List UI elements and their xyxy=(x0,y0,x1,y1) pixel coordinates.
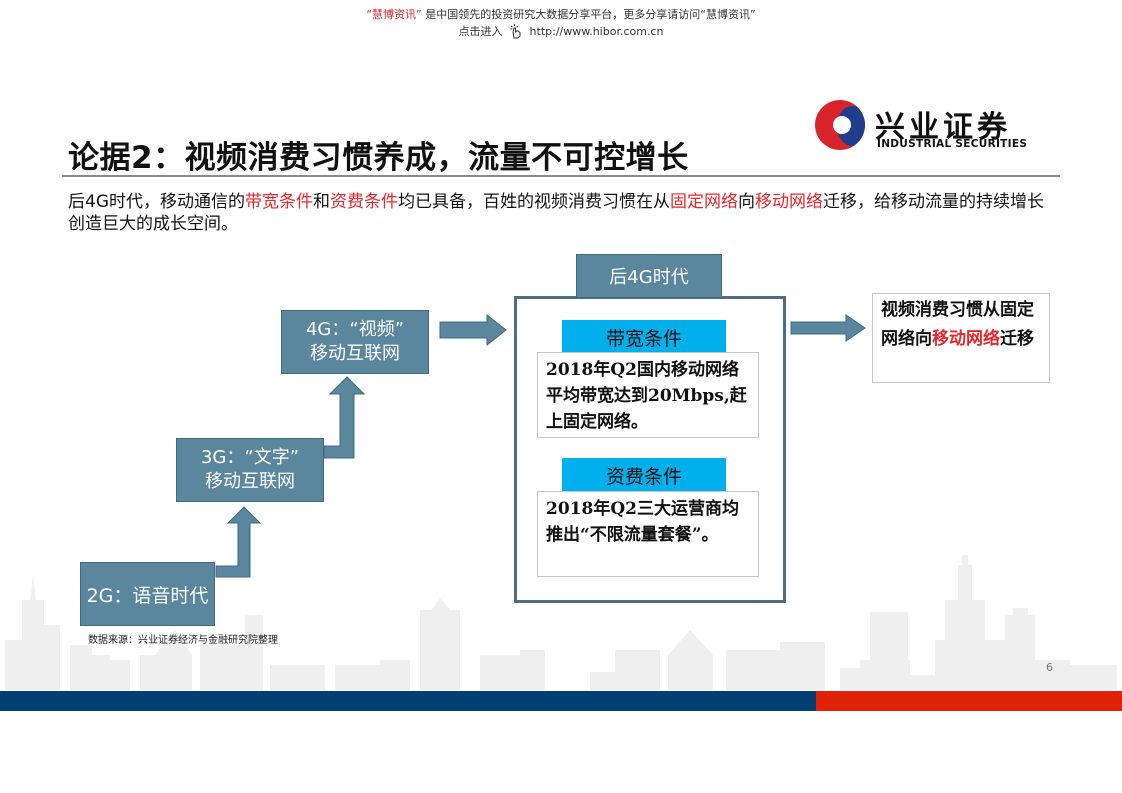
stage-2g-box: 2G：语音时代 xyxy=(80,562,215,626)
post-4g-label: 后4G时代 xyxy=(609,267,689,288)
enter-label: 点击进入 xyxy=(458,25,503,38)
page-number: 6 xyxy=(1046,661,1053,674)
intro-paragraph: 后4G时代，移动通信的带宽条件和资费条件均已具备，百姓的视频消费习惯在从固定网络… xyxy=(68,191,1058,235)
intro-text: 向 xyxy=(738,192,755,212)
intro-text: 后4G时代，移动通信的 xyxy=(68,192,245,212)
fee-header-label: 资费条件 xyxy=(605,465,682,488)
brand-name: “慧博资讯” xyxy=(366,8,422,21)
intro-text: 均已具备，百姓的视频消费习惯在从 xyxy=(398,192,670,212)
footer-bar-red xyxy=(816,691,1122,711)
fee-header: 资费条件 xyxy=(562,458,726,492)
promo-text: 是中国领先的投资研究大数据分享平台，更多分享请访问“慧博资讯” xyxy=(425,8,756,21)
stage-2g-label: 2G：语音时代 xyxy=(86,584,209,607)
arrow-right-icon xyxy=(439,313,507,347)
result-highlight: 移动网络 xyxy=(932,329,1000,349)
stage-3g-label: 3G：“文字” xyxy=(200,447,300,468)
site-link[interactable]: http://www.hibor.com.cn xyxy=(529,25,664,38)
stage-4g-box: 4G：“视频” 移动互联网 xyxy=(281,310,429,374)
bandwidth-header-label: 带宽条件 xyxy=(605,327,682,350)
result-box: 视频消费习惯从固定网络向移动网络迁移 xyxy=(872,293,1050,383)
company-logo: 兴业证券 INDUSTRIAL SECURITIES xyxy=(815,98,1040,158)
arrow-right-icon xyxy=(790,314,866,342)
intro-highlight: 带宽条件 xyxy=(245,192,313,212)
stage-3g-box: 3G：“文字” 移动互联网 xyxy=(176,438,324,502)
result-text: 迁移 xyxy=(1000,329,1034,349)
intro-highlight: 固定网络 xyxy=(670,192,738,212)
bandwidth-header: 带宽条件 xyxy=(562,320,726,354)
intro-highlight: 移动网络 xyxy=(755,192,823,212)
footer-bar-blue xyxy=(0,691,816,711)
result-text: 视频消费习惯从固定网络向 xyxy=(881,300,1034,349)
post-4g-tab: 后4G时代 xyxy=(576,254,722,298)
intro-text: 和 xyxy=(313,192,330,212)
bandwidth-detail: 2018年Q2国内移动网络平均带宽达到20Mbps,赶上固定网络。 xyxy=(537,352,759,438)
data-source-note: 数据来源：兴业证券经济与金融研究院整理 xyxy=(88,635,278,646)
intro-text: 迁移，给移动流量的持续增长创造巨大的成长空间。 xyxy=(68,192,1044,234)
arrow-up-icon xyxy=(215,506,262,578)
pointer-hand-icon xyxy=(510,24,521,39)
title-divider xyxy=(62,175,1060,177)
intro-highlight: 资费条件 xyxy=(330,192,398,212)
arrow-up-icon xyxy=(323,376,366,459)
logo-cn-text: 兴业证券 xyxy=(875,110,1011,145)
stage-4g-label: 4G：“视频” xyxy=(305,319,405,340)
fee-detail: 2018年Q2三大运营商均推出“不限流量套餐”。 xyxy=(537,491,759,577)
stage-4g-sublabel: 移动互联网 xyxy=(310,343,400,364)
logo-en-text: INDUSTRIAL SECURITIES xyxy=(877,138,1028,150)
promo-banner-line2[interactable]: 点击进入 http://www.hibor.com.cn xyxy=(0,23,1122,39)
logo-swirl-icon xyxy=(815,100,865,150)
slide-title: 论据2：视频消费习惯养成，流量不可控增长 xyxy=(68,140,689,176)
promo-banner-line1: “慧博资讯” 是中国领先的投资研究大数据分享平台，更多分享请访问“慧博资讯” xyxy=(0,6,1122,22)
stage-3g-sublabel: 移动互联网 xyxy=(205,471,295,492)
